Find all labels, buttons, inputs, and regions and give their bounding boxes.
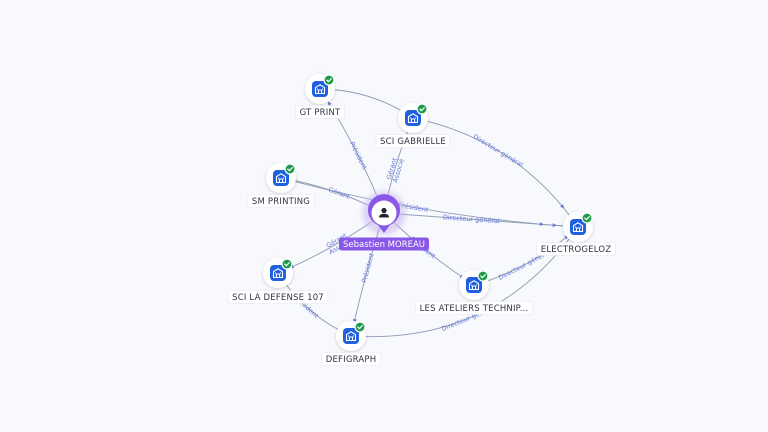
verified-check-icon xyxy=(281,258,293,270)
company-label: SM PRINTING xyxy=(247,194,315,208)
company-name: SCI GABRIELLE xyxy=(380,137,446,147)
company-label-bg xyxy=(415,301,533,315)
company-name: DEFIGRAPH xyxy=(326,355,377,365)
company-label-bg xyxy=(375,134,451,148)
relation-label-text: Directeur général xyxy=(472,133,525,169)
relation-label: Président xyxy=(348,140,369,171)
company-node-sci-gabrielle[interactable]: SCI GABRIELLE xyxy=(375,103,451,148)
company-name: GT PRINT xyxy=(300,108,341,118)
company-node-sm-printing[interactable]: SM PRINTING xyxy=(247,163,315,208)
person-node[interactable]: Sebastien MOREAU xyxy=(338,191,430,251)
arrow-icon xyxy=(552,223,557,228)
company-label: SCI GABRIELLE xyxy=(375,134,451,148)
person-icon xyxy=(379,207,389,218)
building-icon xyxy=(572,222,584,233)
company-label-bg xyxy=(247,194,315,208)
company-label-bg xyxy=(536,242,616,256)
verified-check-icon xyxy=(354,321,366,333)
company-label-bg xyxy=(227,290,329,304)
person-label-bg xyxy=(338,237,430,251)
arrow-icon xyxy=(327,101,332,106)
company-node-les-ateliers[interactable]: LES ATELIERS TECHNIP... xyxy=(415,270,533,315)
relation-label-text: Gérant xyxy=(327,186,351,201)
verified-check-icon xyxy=(581,212,593,224)
verified-check-icon xyxy=(416,103,428,115)
person-label: Sebastien MOREAU xyxy=(338,237,430,251)
company-label: ELECTROGELOZ xyxy=(536,242,616,256)
arrow-icon xyxy=(539,222,544,227)
relation-label: Gérant xyxy=(327,186,351,201)
relation-label: Président xyxy=(360,252,376,284)
building-icon xyxy=(314,84,326,95)
building-icon xyxy=(468,280,480,291)
relation-label-text: Président xyxy=(360,252,376,284)
company-label: SCI LA DEFENSE 107 xyxy=(227,290,329,304)
company-name: SCI LA DEFENSE 107 xyxy=(232,293,324,303)
company-node-electrogeloz[interactable]: ELECTROGELOZ xyxy=(536,212,616,256)
relation-label: Directeur général xyxy=(443,213,501,225)
company-name: SM PRINTING xyxy=(252,197,310,207)
building-icon xyxy=(407,113,419,124)
company-name: ELECTROGELOZ xyxy=(541,245,612,255)
relation-edge xyxy=(473,226,579,286)
company-node-gt-print[interactable]: GT PRINT xyxy=(295,74,345,119)
arrow-icon xyxy=(559,204,565,209)
relation-label: Directeur général xyxy=(472,133,525,169)
company-label: DEFIGRAPH xyxy=(321,352,381,366)
verified-check-icon xyxy=(323,74,335,86)
building-icon xyxy=(272,268,284,279)
relation-label-text: Président xyxy=(348,140,369,171)
company-label: GT PRINT xyxy=(295,105,345,119)
company-label-bg xyxy=(295,105,345,119)
company-node-defigraph[interactable]: DEFIGRAPH xyxy=(321,321,381,366)
company-node-sci-la-defense-107[interactable]: SCI LA DEFENSE 107 xyxy=(227,258,329,304)
verified-check-icon xyxy=(284,163,296,175)
company-label-bg xyxy=(321,352,381,366)
building-icon xyxy=(345,331,357,342)
relation-label-text: Directeur général xyxy=(443,213,501,225)
verified-check-icon xyxy=(477,270,489,282)
relation-edge xyxy=(280,177,579,228)
building-icon xyxy=(275,173,287,184)
company-name: LES ATELIERS TECHNIP... xyxy=(420,304,529,314)
company-label: LES ATELIERS TECHNIP... xyxy=(415,301,533,315)
person-name: Sebastien MOREAU xyxy=(343,240,425,250)
